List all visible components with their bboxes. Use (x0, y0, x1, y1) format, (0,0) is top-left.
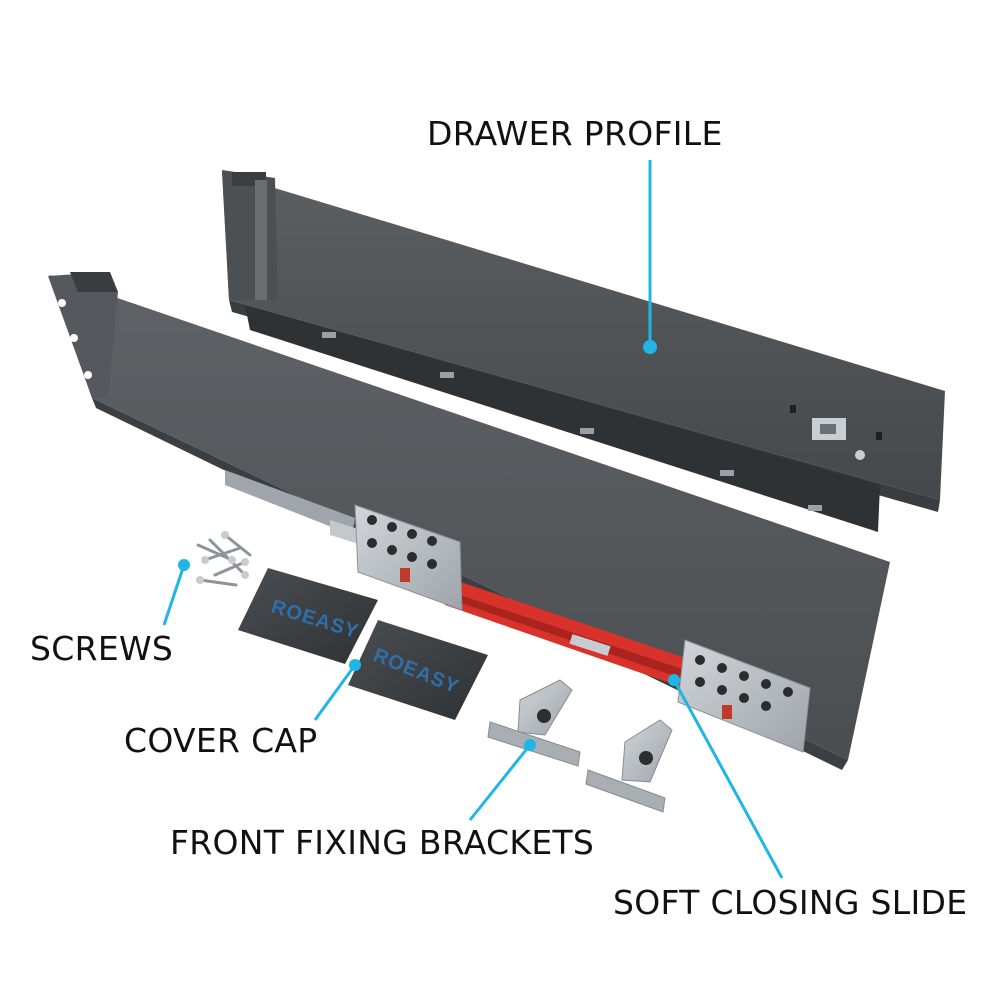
callout-soft-closing-slide (668, 674, 784, 879)
label-front-fixing-brackets: FRONT FIXING BRACKETS (170, 823, 595, 862)
label-drawer-profile: DRAWER PROFILE (427, 114, 723, 153)
label-cover-cap: COVER CAP (124, 721, 318, 760)
cover-cap-2: ROEASY (348, 620, 488, 720)
callout-lines (162, 160, 784, 879)
callout-front-fixing-brackets (468, 739, 536, 821)
screws-pile (196, 531, 252, 587)
callout-cover-cap (313, 659, 361, 721)
front-fixing-bracket-2 (585, 719, 673, 813)
callout-drawer-profile (643, 160, 657, 354)
latch-mechanism (790, 405, 882, 460)
mounting-plate-right (677, 639, 811, 753)
mounting-plate-left (354, 504, 463, 611)
label-soft-closing-slide: SOFT CLOSING SLIDE (613, 883, 968, 922)
callout-screws (162, 559, 190, 626)
cover-cap-1: ROEASY (238, 568, 378, 664)
front-fixing-bracket-1 (487, 679, 581, 767)
drawer-profile-back (222, 170, 945, 532)
label-screws: SCREWS (30, 629, 174, 668)
